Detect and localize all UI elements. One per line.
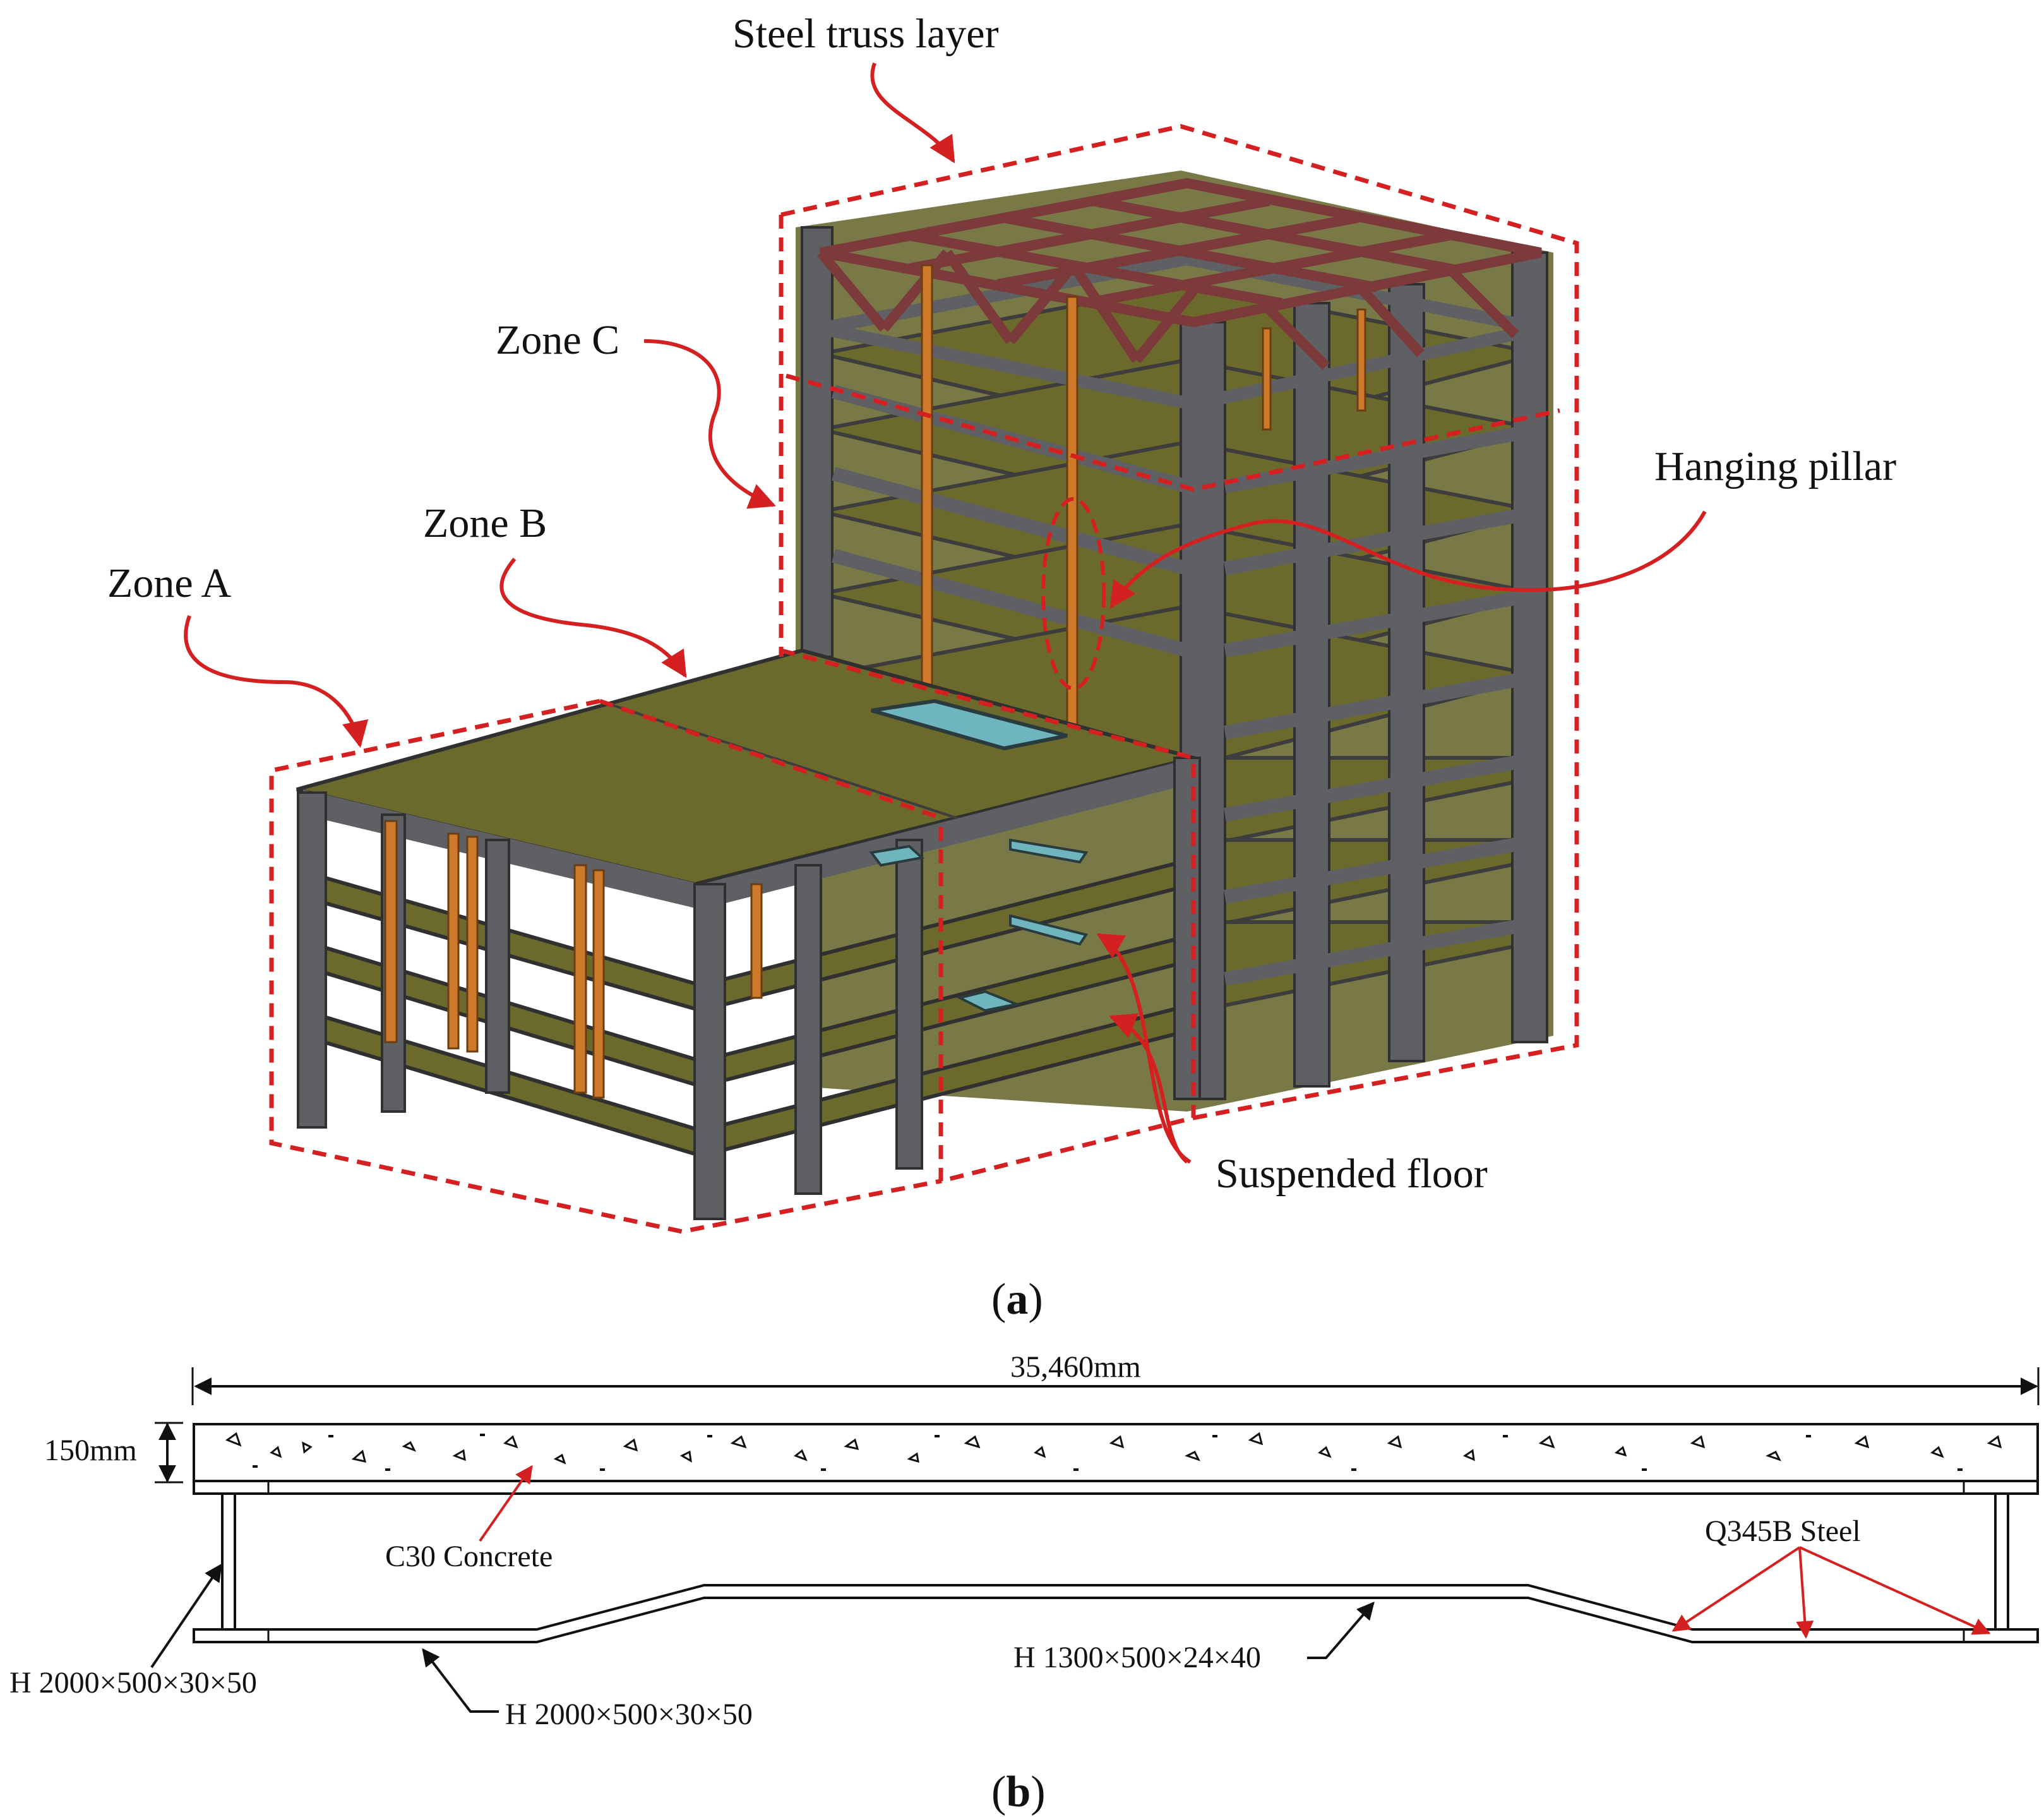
floor-openings [869, 838, 1089, 1012]
label-suspended-floor: Suspended floor [1216, 1151, 1488, 1197]
label-zone-b: Zone B [423, 500, 547, 546]
label-slab-thickness: 150mm [44, 1434, 137, 1467]
label-left-column: H 2000×500×30×50 [9, 1666, 257, 1700]
label-steel-truss-layer: Steel truss layer [732, 11, 999, 57]
top-flange [193, 1480, 2039, 1495]
label-zone-a: Zone A [107, 560, 231, 606]
concrete-slab [193, 1423, 2039, 1482]
zone-b-outline [780, 648, 1196, 1184]
zone-outlines [269, 124, 1579, 1234]
label-middle-beam: H 1300×500×24×40 [1013, 1641, 1261, 1674]
label-bottom-left-beam: H 2000×500×30×50 [505, 1698, 753, 1731]
roof-opening [871, 699, 1068, 751]
caption-b: (b) [991, 1768, 1046, 1816]
aggregate-pattern [225, 1432, 2002, 1465]
hanging-pillars-low-block [384, 820, 763, 1099]
label-steel: Q345B Steel [1705, 1514, 1861, 1548]
panel-b-section: 35,460mm 150mm [9, 1350, 2040, 1816]
left-column [221, 1492, 236, 1631]
steel-leaders [1671, 1546, 1991, 1639]
bottom-beam [193, 1584, 2039, 1643]
hanging-pillar-highlight [1041, 497, 1106, 690]
zone-a-outline [269, 699, 941, 1234]
annotation-arrows [184, 62, 1707, 1164]
label-hanging-pillar: Hanging pillar [1654, 443, 1896, 489]
right-column [1994, 1492, 2009, 1631]
label-zone-c: Zone C [496, 317, 619, 363]
label-span: 35,460mm [1010, 1350, 1141, 1384]
panel-a-building: Steel truss layer Zone C Zone B Zone A H… [107, 11, 1896, 1324]
label-concrete: C30 Concrete [385, 1540, 553, 1573]
zone-c-outline [780, 124, 1579, 1120]
aggregate-dots [253, 1434, 1963, 1471]
caption-a: (a) [991, 1275, 1043, 1324]
